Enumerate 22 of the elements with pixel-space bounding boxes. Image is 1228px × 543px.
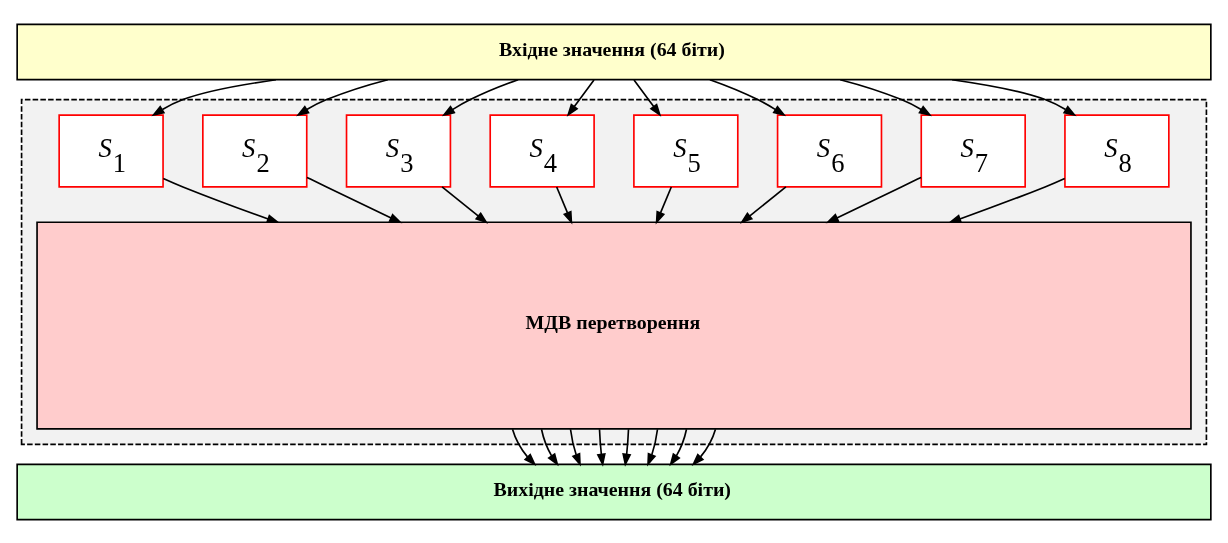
- arrow: [622, 427, 632, 467]
- arrow: [948, 177, 1066, 223]
- arrow: [566, 78, 595, 117]
- arrow: [647, 427, 659, 467]
- node-box: МДВ перетворення: [36, 220, 1192, 430]
- arrow: [569, 427, 581, 467]
- arrow: [162, 177, 280, 223]
- arrow: [540, 427, 559, 466]
- arrow: [739, 185, 787, 224]
- arrow: [825, 176, 922, 223]
- arrow: [691, 427, 717, 466]
- node-box: Вихідне значення (64 біти): [16, 463, 1212, 520]
- arrow: [633, 78, 662, 117]
- arrow: [306, 176, 403, 223]
- arrow: [655, 185, 673, 225]
- arrow: [596, 427, 606, 467]
- arrow: [511, 427, 537, 466]
- cluster: [20, 98, 1208, 445]
- arrow: [555, 185, 573, 225]
- node-box: Вхідне значення (64 біти): [16, 23, 1212, 80]
- arrow: [669, 427, 688, 466]
- arrow: [441, 185, 489, 224]
